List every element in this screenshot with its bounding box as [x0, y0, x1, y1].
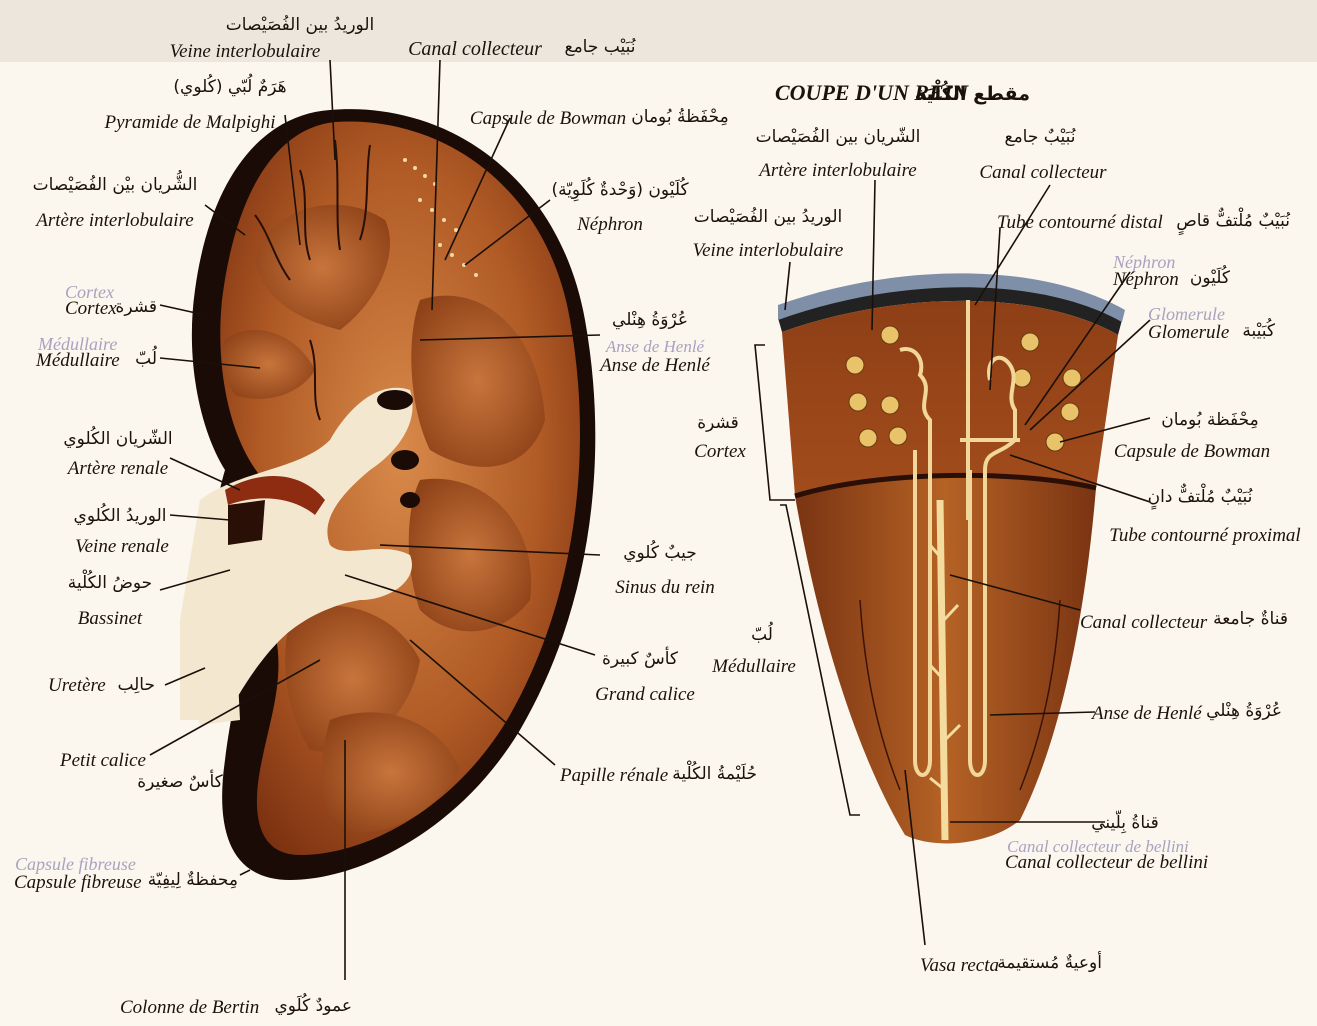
sec-label-capsule-bowman: Capsule de Bowman — [1114, 441, 1270, 462]
label-grand-calice-ar: كأسٌ كبيرة — [602, 646, 679, 669]
sec-label-artere-interlobulaire: Artère interlobulaire — [757, 160, 916, 181]
kidney-cross-section — [180, 109, 595, 880]
label-colonne-bertin: Colonne de Bertin — [120, 997, 259, 1018]
label-sinus-ar: جيبٌ كُلوي — [623, 540, 697, 563]
renal-vein-shape — [228, 500, 265, 545]
label-veine-renale-ar: الوريدُ الكُلوي — [74, 503, 167, 526]
sec-label-anse-henle-ar: عُرْوَةُ هِنْلي — [1206, 701, 1282, 721]
label-artere-renale: Artère renale — [66, 458, 168, 479]
label-papille: Papille rénale — [559, 765, 668, 786]
label-veine-interlobulaire-ar: الوريدُ بين الفُصَيْصات — [226, 15, 374, 35]
label-anse-henle-ar: عُرْوَةُ هِنْلي — [612, 310, 688, 330]
label-papille-ar: حُلَيْمةُ الكُلْية — [672, 760, 757, 784]
label-capsule-bowman: Capsule de Bowman — [470, 108, 626, 129]
sec-label-canal-bellini: Canal collecteur de bellini — [1005, 852, 1208, 873]
lobe-cortex-shape — [782, 301, 1118, 496]
label-capsule-fibreuse-ghost: Capsule fibreuse — [15, 854, 136, 874]
sec-label-veine-interlobulaire: Veine interlobulaire — [693, 240, 844, 261]
sec-label-canal-collecteur-mid-ar: قناةٌ جامعة — [1213, 609, 1288, 629]
sec-label-glomerule: Glomerule — [1148, 322, 1229, 343]
sec-label-cortex: Cortex — [694, 441, 746, 462]
sec-label-tube-proximal-ar: نُبَيْبٌ مُلْتفٌّ دانٍ — [1148, 483, 1253, 511]
label-medullaire: Médullaire — [35, 350, 120, 371]
sec-label-canal-collecteur-top: Canal collecteur — [979, 162, 1107, 183]
label-anse-henle: Anse de Henlé — [598, 355, 711, 376]
label-artere-renale-ar: الشّريان الكُلوي — [63, 426, 172, 449]
sec-label-artere-interlobulaire-ar: الشّريان بين الفُصَيْصات — [756, 127, 921, 147]
sec-label-glomerule-ghost: Glomerule — [1148, 304, 1225, 324]
label-cortex-ar: قشرة — [115, 297, 157, 317]
sec-label-glomerule-ar: كُبَيْبة — [1242, 318, 1276, 341]
sec-label-capsule-bowman-ar: مِحْفَظة بُومان — [1161, 410, 1258, 430]
sec-label-nephron-ar: كُلَيْون — [1190, 265, 1231, 288]
sec-label-veine-interlobulaire-ar: الوريدُ بين الفُصَيْصات — [694, 207, 842, 227]
label-anse-henle-ghost: Anse de Henlé — [605, 337, 706, 356]
sec-label-tube-distal-ar: نُبَيْبٌ مُلْتفٌّ قاصٍ — [1176, 207, 1290, 236]
sec-label-tube-proximal: Tube contourné proximal — [1109, 525, 1300, 546]
sec-label-medullaire-ar: لُبّ — [751, 621, 773, 645]
label-cortex: Cortex — [65, 298, 117, 319]
sec-label-medullaire: Médullaire — [711, 656, 796, 677]
sec-label-vasa-recta-ar: أوعيةٌ مُستقيمة — [997, 951, 1102, 973]
label-uretere: Uretère — [48, 675, 106, 696]
label-sinus: Sinus du rein — [615, 577, 715, 598]
sec-label-vasa-recta: Vasa recta — [920, 955, 999, 976]
label-pyramide: Pyramide de Malpighi — [104, 112, 276, 133]
sec-label-canal-collecteur-top-ar: نُبَيْبٌ جامع — [1005, 127, 1076, 147]
label-capsule-fibreuse: Capsule fibreuse — [14, 872, 142, 893]
sec-label-canal-collecteur-mid: Canal collecteur — [1080, 612, 1208, 633]
label-medullaire-ar: لُبّ — [135, 345, 157, 369]
label-pyramide-ar: هَرَمٌ لُبّي (كُلوي) — [173, 73, 286, 97]
label-grand-calice: Grand calice — [595, 684, 695, 705]
label-nephron: Néphron — [576, 214, 643, 235]
label-veine-interlobulaire: Veine interlobulaire — [170, 41, 321, 62]
label-petit-calice: Petit calice — [59, 750, 146, 771]
label-colonne-bertin-ar: عمودٌ كُلَوي — [274, 993, 352, 1016]
sec-label-nephron: Néphron — [1112, 269, 1179, 290]
label-nephron-ar: كُلَيْون (وَحْدةٌ كُلَوِيّة) — [551, 177, 689, 202]
sec-label-anse-henle: Anse de Henlé — [1090, 703, 1203, 724]
label-artere-interlobulaire: Artère interlobulaire — [34, 210, 193, 231]
sec-label-cortex-ar: قشرة — [697, 413, 739, 433]
label-artere-interlobulaire-ar: الشُّريان بيْن الفُصَيْصات — [33, 170, 198, 195]
sec-label-tube-distal: Tube contourné distal — [997, 212, 1163, 233]
label-capsule-bowman-ar: مِحْفَظةُ بُومان — [631, 107, 728, 127]
label-bassinet-ar: حوضُ الكُلْية — [68, 569, 152, 593]
label-canal-collecteur: Canal collecteur — [408, 38, 542, 60]
label-uretere-ar: حالِب — [117, 675, 155, 695]
label-capsule-fibreuse-ar: مِحفظةٌ لِيفِيّة — [148, 870, 238, 890]
label-veine-renale: Veine renale — [75, 536, 169, 557]
label-canal-collecteur-ar: نُبَيْب جامع — [565, 37, 636, 57]
diagram-title-arabic: مقطع الكُلْيَة — [915, 79, 1030, 105]
label-bassinet: Bassinet — [78, 608, 143, 629]
sec-label-canal-bellini-ar: قناةُ بِلّيني — [1091, 809, 1159, 834]
label-petit-calice-ar: كأسٌ صغيرة — [137, 769, 223, 792]
